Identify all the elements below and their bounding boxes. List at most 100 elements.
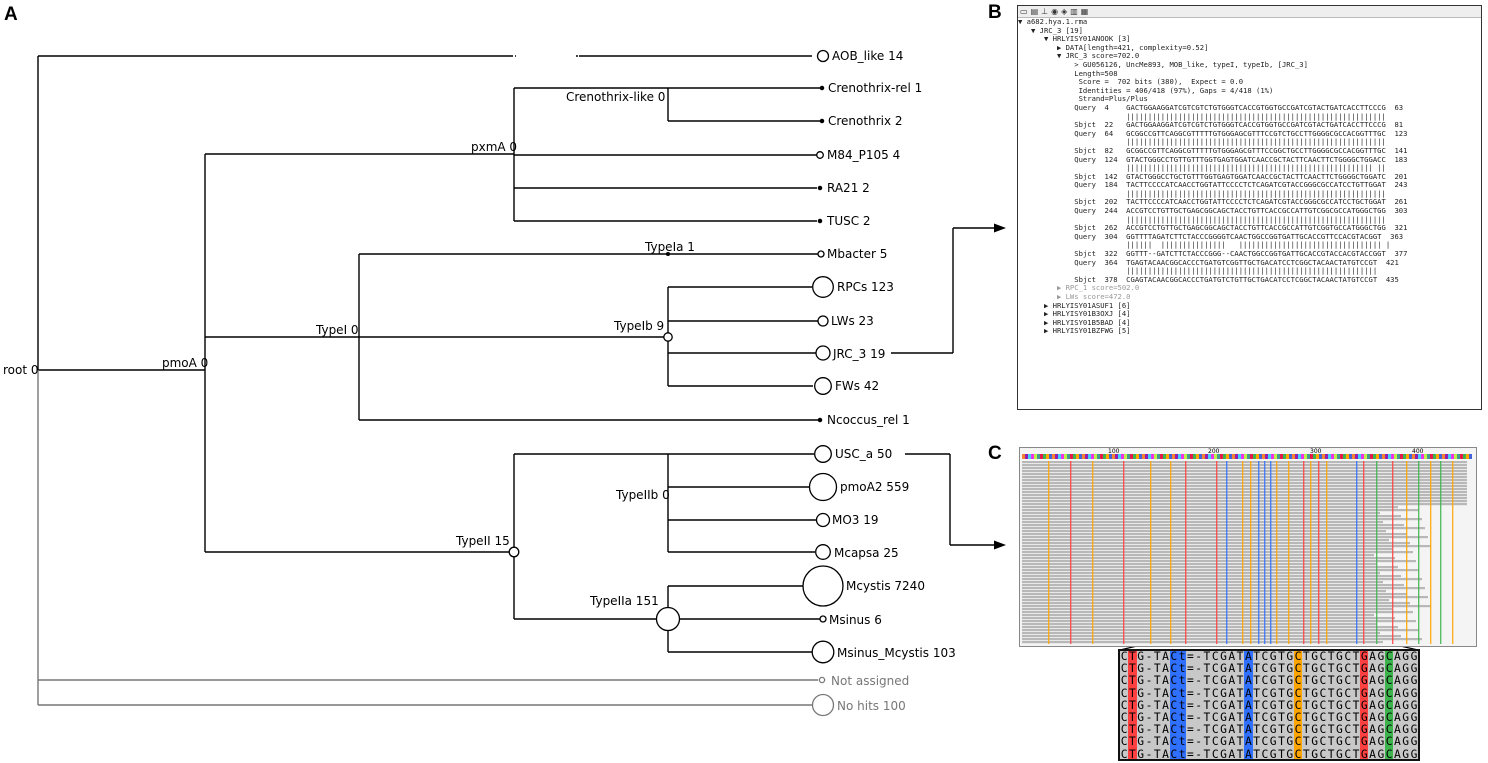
zoom-base: T	[1128, 686, 1137, 700]
zoom-base: C	[1344, 674, 1352, 688]
zoom-base: A	[1162, 686, 1169, 700]
ruler-color-cell	[1115, 454, 1118, 459]
zoom-base: G	[1269, 674, 1277, 688]
inspector-line[interactable]: ▶ HRLYISY01B5BAD [4]	[1018, 317, 1131, 327]
zoom-base: G	[1410, 698, 1418, 712]
ruler-color-cell	[1295, 454, 1298, 459]
inspector-line[interactable]: ▶ HRLYISY01B3OXJ [4]	[1018, 309, 1131, 319]
inspector-line[interactable]: ▼ JRC_3 score=702.0	[1018, 51, 1140, 61]
zoom-base: C	[1169, 747, 1178, 761]
find-icon[interactable]: ◉	[1051, 7, 1059, 16]
leaf-label-msmc: Msinus_Mcystis 103	[837, 646, 956, 660]
zoom-base: A	[1162, 735, 1169, 749]
aob-circle	[816, 49, 830, 63]
inspector-line: ||||||||||||||||||||||||||||||||||||||||…	[1018, 266, 1378, 276]
zoom-base: G	[1360, 747, 1369, 761]
aligned-read	[1022, 632, 1380, 635]
zoom-base: G	[1402, 650, 1410, 663]
read-inspector-window[interactable]: ▭▤⊥◉◈▥▦ ▼ a682.hya.1.rma ▼ JRC_3 [19] ▼ …	[1017, 5, 1482, 410]
aligned-read	[1022, 620, 1416, 623]
root-label: root 0	[3, 363, 39, 377]
inspector-line[interactable]: ▼ JRC_3 [19]	[1018, 25, 1083, 35]
ruler-color-cell	[1277, 454, 1280, 459]
print-icon[interactable]: ▤	[1030, 7, 1039, 16]
ruler-color-cell	[1232, 454, 1235, 459]
leaf-label-aob: AOB_like 14	[832, 49, 903, 63]
tree-icon[interactable]: ⊥	[1041, 7, 1049, 16]
inspector-line[interactable]: ▶ HRLYISY01ASUF1 [6]	[1018, 300, 1131, 310]
zoom-base: T	[1253, 735, 1261, 749]
inspector-line[interactable]: ▶ HRLYISY01BZFWG [5]	[1018, 326, 1131, 336]
leaf-label-m84: M84_P105 4	[827, 148, 900, 162]
zoom-base: A	[1394, 686, 1401, 700]
zoom-base: G	[1410, 735, 1418, 749]
ruler-color-cell	[1343, 454, 1346, 459]
open-icon[interactable]: ▭	[1020, 7, 1028, 16]
zoom-base: A	[1369, 698, 1376, 712]
zoom-base: -	[1195, 698, 1203, 712]
zoom-base: C	[1293, 723, 1303, 737]
inspector-line[interactable]: ▶ DATA[length=421, complexity=0.52]	[1018, 42, 1209, 52]
inspector-line[interactable]: ▼ HRLYISY01ANOOK [3]	[1018, 34, 1131, 44]
tree-edges	[37, 55, 1000, 653]
zoom-base: T	[1253, 686, 1261, 700]
zoom-base: T	[1128, 735, 1137, 749]
zoom-base: -	[1145, 698, 1153, 712]
zoom-base: G	[1360, 698, 1369, 712]
ruler-color-cell	[1094, 454, 1097, 459]
chart-icon[interactable]: ▥	[1070, 7, 1078, 16]
ruler-color-cell	[1127, 454, 1130, 459]
ruler-color-cell	[1430, 454, 1433, 459]
ruler-color-cell	[1226, 454, 1229, 459]
zoom-base: G	[1220, 674, 1227, 688]
ruler-color-cell	[1037, 454, 1040, 459]
zoom-base: T	[1327, 686, 1335, 700]
variable-column	[1440, 461, 1442, 644]
zoom-base: G	[1311, 674, 1319, 688]
aligned-read	[1022, 569, 1419, 572]
zoom-base: T	[1153, 662, 1161, 676]
ruler-color-cell	[1070, 454, 1073, 459]
ruler-color-cell	[1196, 454, 1199, 459]
variable-column	[1264, 461, 1266, 644]
ruler-color-cell	[1379, 454, 1382, 459]
zoom-base: A	[1394, 747, 1401, 761]
zoom-base: T	[1278, 674, 1285, 688]
ruler-color-cell	[1187, 454, 1190, 459]
ra21-dot	[817, 185, 823, 191]
zoom-base: G	[1410, 662, 1418, 676]
leaf-label-usca: USC_a 50	[835, 447, 892, 461]
ruler-color-cell	[1262, 454, 1265, 459]
inspector-line[interactable]: ▼ a682.hya.1.rma	[1018, 17, 1088, 26]
zoom-base: A	[1244, 723, 1253, 737]
zoom-icon[interactable]: ◈	[1061, 7, 1068, 16]
zoom-base: C	[1261, 650, 1269, 663]
zoom-base: T	[1327, 735, 1335, 749]
zoom-base: C	[1385, 650, 1394, 664]
aligned-read	[1022, 608, 1392, 611]
zoom-base: T	[1302, 686, 1310, 700]
mbacter-circle	[817, 250, 825, 258]
inspector-line: Sbjct 142 GTACTGGGCCTGCTGTTTGGTGAGTGGATC…	[1018, 171, 1408, 181]
aligned-read	[1022, 578, 1422, 581]
zoom-base: C	[1169, 735, 1178, 749]
zoom-base: C	[1261, 723, 1269, 737]
zoom-base: T	[1327, 710, 1335, 724]
table-icon[interactable]: ▦	[1080, 7, 1089, 16]
zoom-base: T	[1153, 735, 1161, 749]
ruler-color-cell	[1328, 454, 1331, 459]
aligned-read	[1022, 554, 1374, 557]
zoom-base: C	[1120, 698, 1128, 712]
zoom-base: C	[1169, 650, 1178, 664]
zoom-base: C	[1344, 686, 1352, 700]
nohits-circle	[811, 693, 835, 717]
zoom-base: C	[1120, 674, 1128, 688]
aligned-read	[1022, 482, 1467, 485]
inspector-tree-view[interactable]: ▼ a682.hya.1.rma ▼ JRC_3 [19] ▼ HRLYISY0…	[1018, 17, 1481, 336]
inspector-line[interactable]: ▶ LWs score=472.0	[1018, 292, 1131, 301]
inspector-line[interactable]: ▶ RPC_1 score=502.0	[1018, 283, 1140, 293]
zoom-base: A	[1394, 710, 1401, 724]
